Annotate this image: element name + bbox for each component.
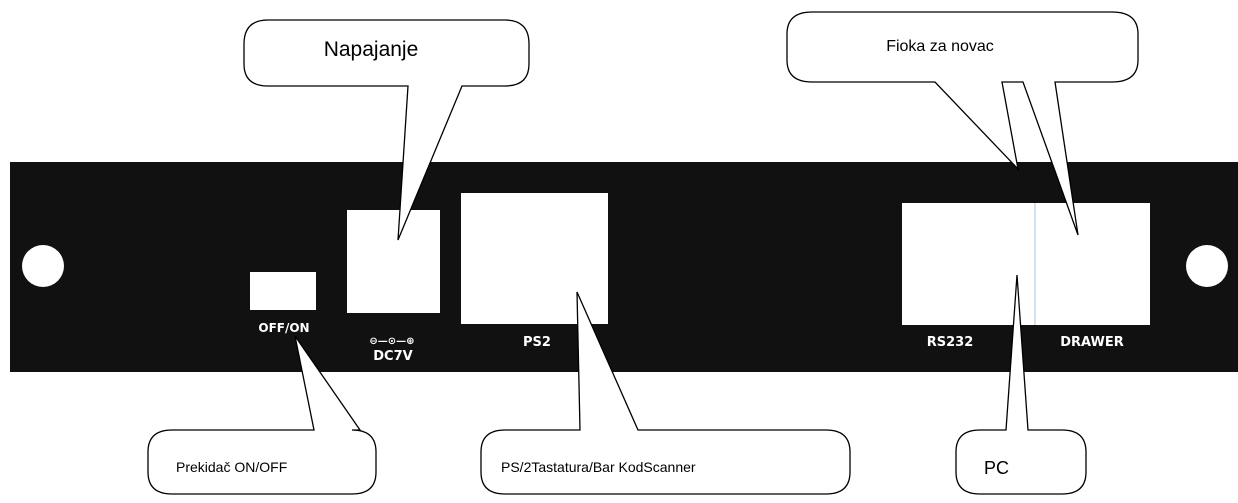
callout-switch: Prekidač ON/OFF: [147, 335, 377, 495]
callout-switch-text: Prekidač ON/OFF: [176, 459, 287, 475]
rs232-port: [902, 203, 1035, 325]
drawer-label: DRAWER: [1060, 335, 1124, 350]
callout-ps2: PS/2Tastatura/Bar KodScanner: [480, 291, 851, 495]
dc-polarity-symbol: ⊖—⊙—⊕: [369, 336, 414, 347]
callout-power: Napajanje: [243, 19, 530, 241]
dc-label: DC7V: [373, 349, 412, 364]
callout-drawer: Fioka za novac: [786, 11, 1139, 236]
mount-hole-left: [22, 245, 64, 287]
callout-drawer-text: Fioka za novac: [886, 38, 994, 55]
callout-power-text: Napajanje: [324, 38, 419, 61]
ps2-port: [461, 193, 608, 324]
switch-label: OFF/ON: [258, 321, 309, 335]
dc-jack: [347, 210, 440, 313]
callout-ps2-text: PS/2Tastatura/Bar KodScanner: [501, 459, 696, 475]
mount-hole-right: [1186, 245, 1228, 287]
rs232-label: RS232: [927, 335, 974, 350]
ps2-label: PS2: [523, 335, 551, 350]
callout-pc-text: PC: [984, 458, 1009, 478]
callout-pc: PC: [955, 274, 1087, 495]
power-switch: [250, 272, 316, 310]
drawer-port: [1035, 203, 1150, 325]
